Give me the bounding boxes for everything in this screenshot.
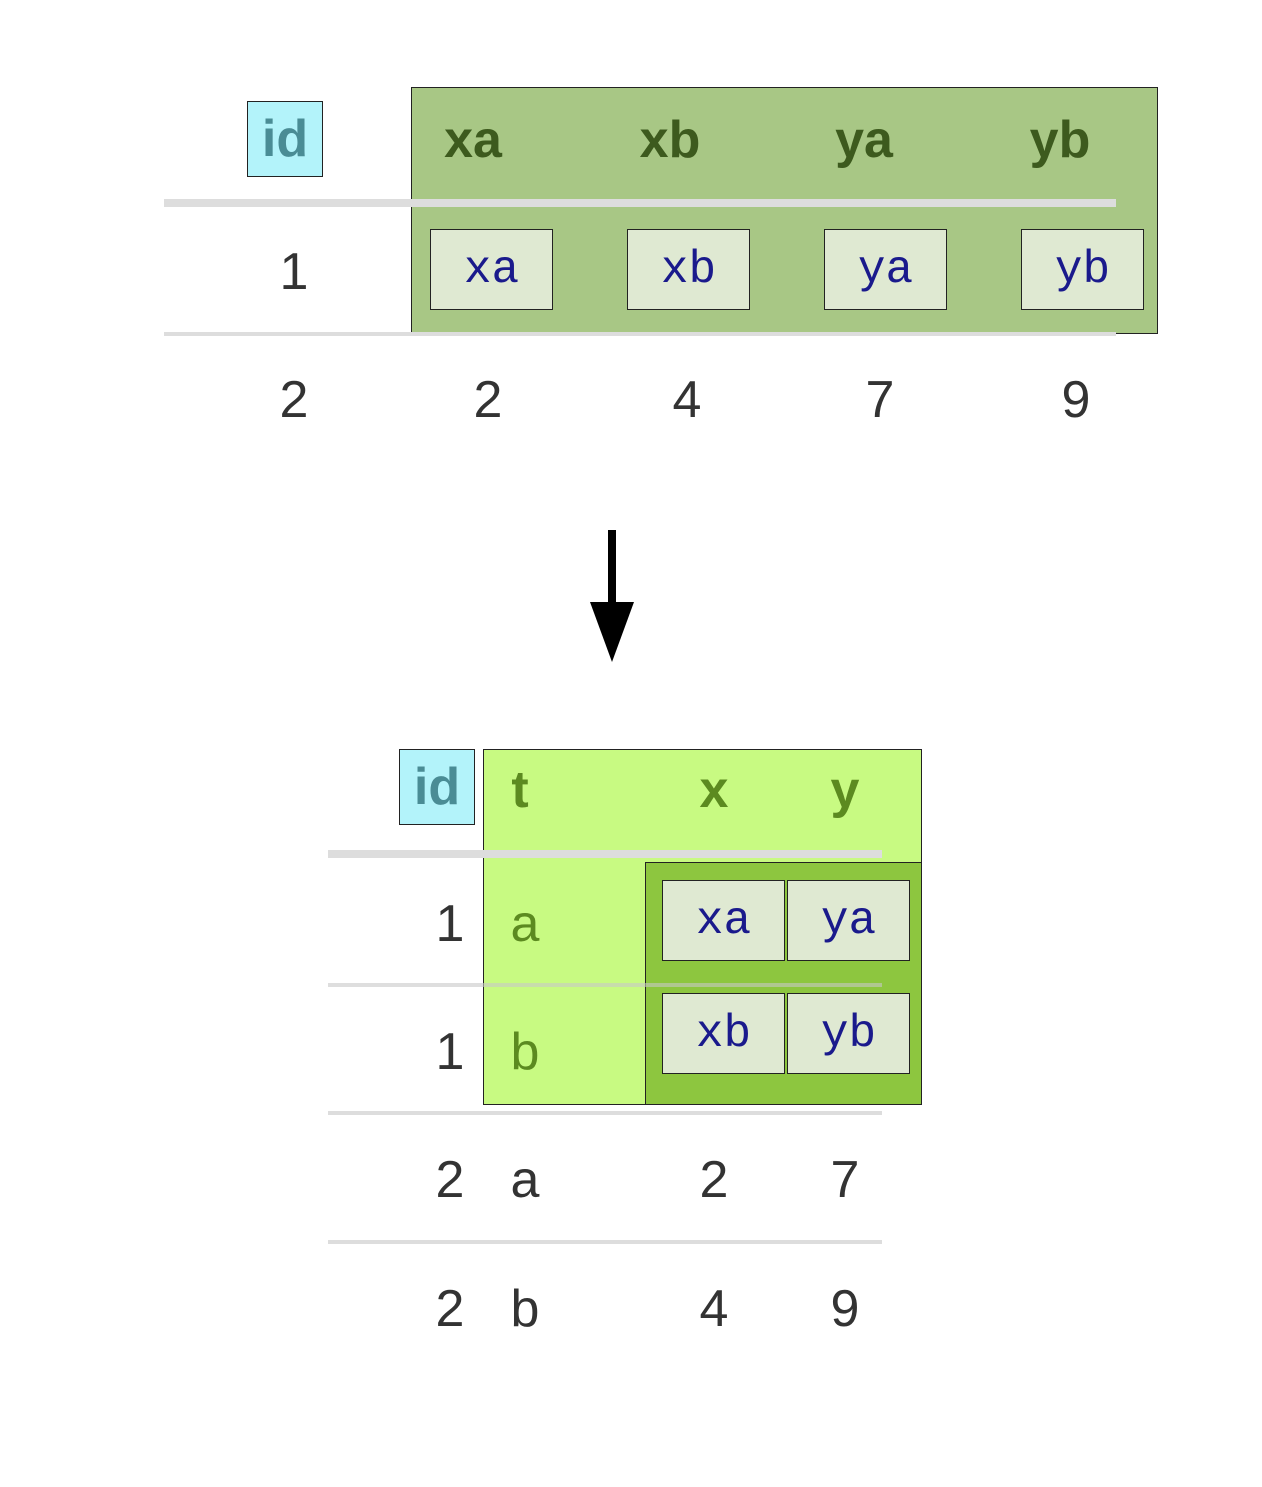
row4-y: 9 — [830, 1280, 860, 1338]
row-rule — [164, 332, 1116, 336]
arrow-down-icon — [590, 530, 634, 662]
row2-t: b — [510, 1023, 540, 1081]
header-xb: xb — [639, 111, 701, 169]
chip-y-row1: ya — [787, 880, 910, 961]
chip-yb: yb — [1021, 229, 1144, 310]
row3-y: 7 — [830, 1151, 860, 1209]
row-rule — [328, 1111, 882, 1115]
row3-id: 2 — [435, 1151, 465, 1209]
row-rule — [328, 1240, 882, 1244]
id-header: id — [399, 749, 475, 825]
row-rule — [328, 983, 882, 987]
header-yb: yb — [1029, 111, 1091, 169]
row2-id: 1 — [435, 1023, 465, 1081]
row1-t: a — [510, 895, 540, 953]
header-x: x — [699, 761, 729, 819]
header-rule — [328, 850, 882, 858]
chip-y-row2: yb — [787, 993, 910, 1074]
row2-yb: 9 — [1061, 371, 1091, 429]
chip-x-row2: xb — [662, 993, 785, 1074]
row1-id: 1 — [435, 895, 465, 953]
chip-x-row1: xa — [662, 880, 785, 961]
row2-xa: 2 — [473, 371, 503, 429]
chip-xb: xb — [627, 229, 750, 310]
header-ya: ya — [835, 111, 893, 169]
row1-id: 1 — [279, 243, 309, 301]
header-t: t — [511, 761, 529, 819]
row4-x: 4 — [699, 1280, 729, 1338]
row4-t: b — [510, 1280, 540, 1338]
row4-id: 2 — [435, 1280, 465, 1338]
row3-x: 2 — [699, 1151, 729, 1209]
id-header: id — [247, 101, 323, 177]
chip-ya: ya — [824, 229, 947, 310]
chip-xa: xa — [430, 229, 553, 310]
row3-t: a — [510, 1151, 540, 1209]
header-y: y — [830, 761, 860, 819]
row2-id: 2 — [279, 371, 309, 429]
header-xa: xa — [444, 111, 502, 169]
row2-ya: 7 — [865, 371, 895, 429]
header-rule — [164, 199, 1116, 207]
row2-xb: 4 — [672, 371, 702, 429]
